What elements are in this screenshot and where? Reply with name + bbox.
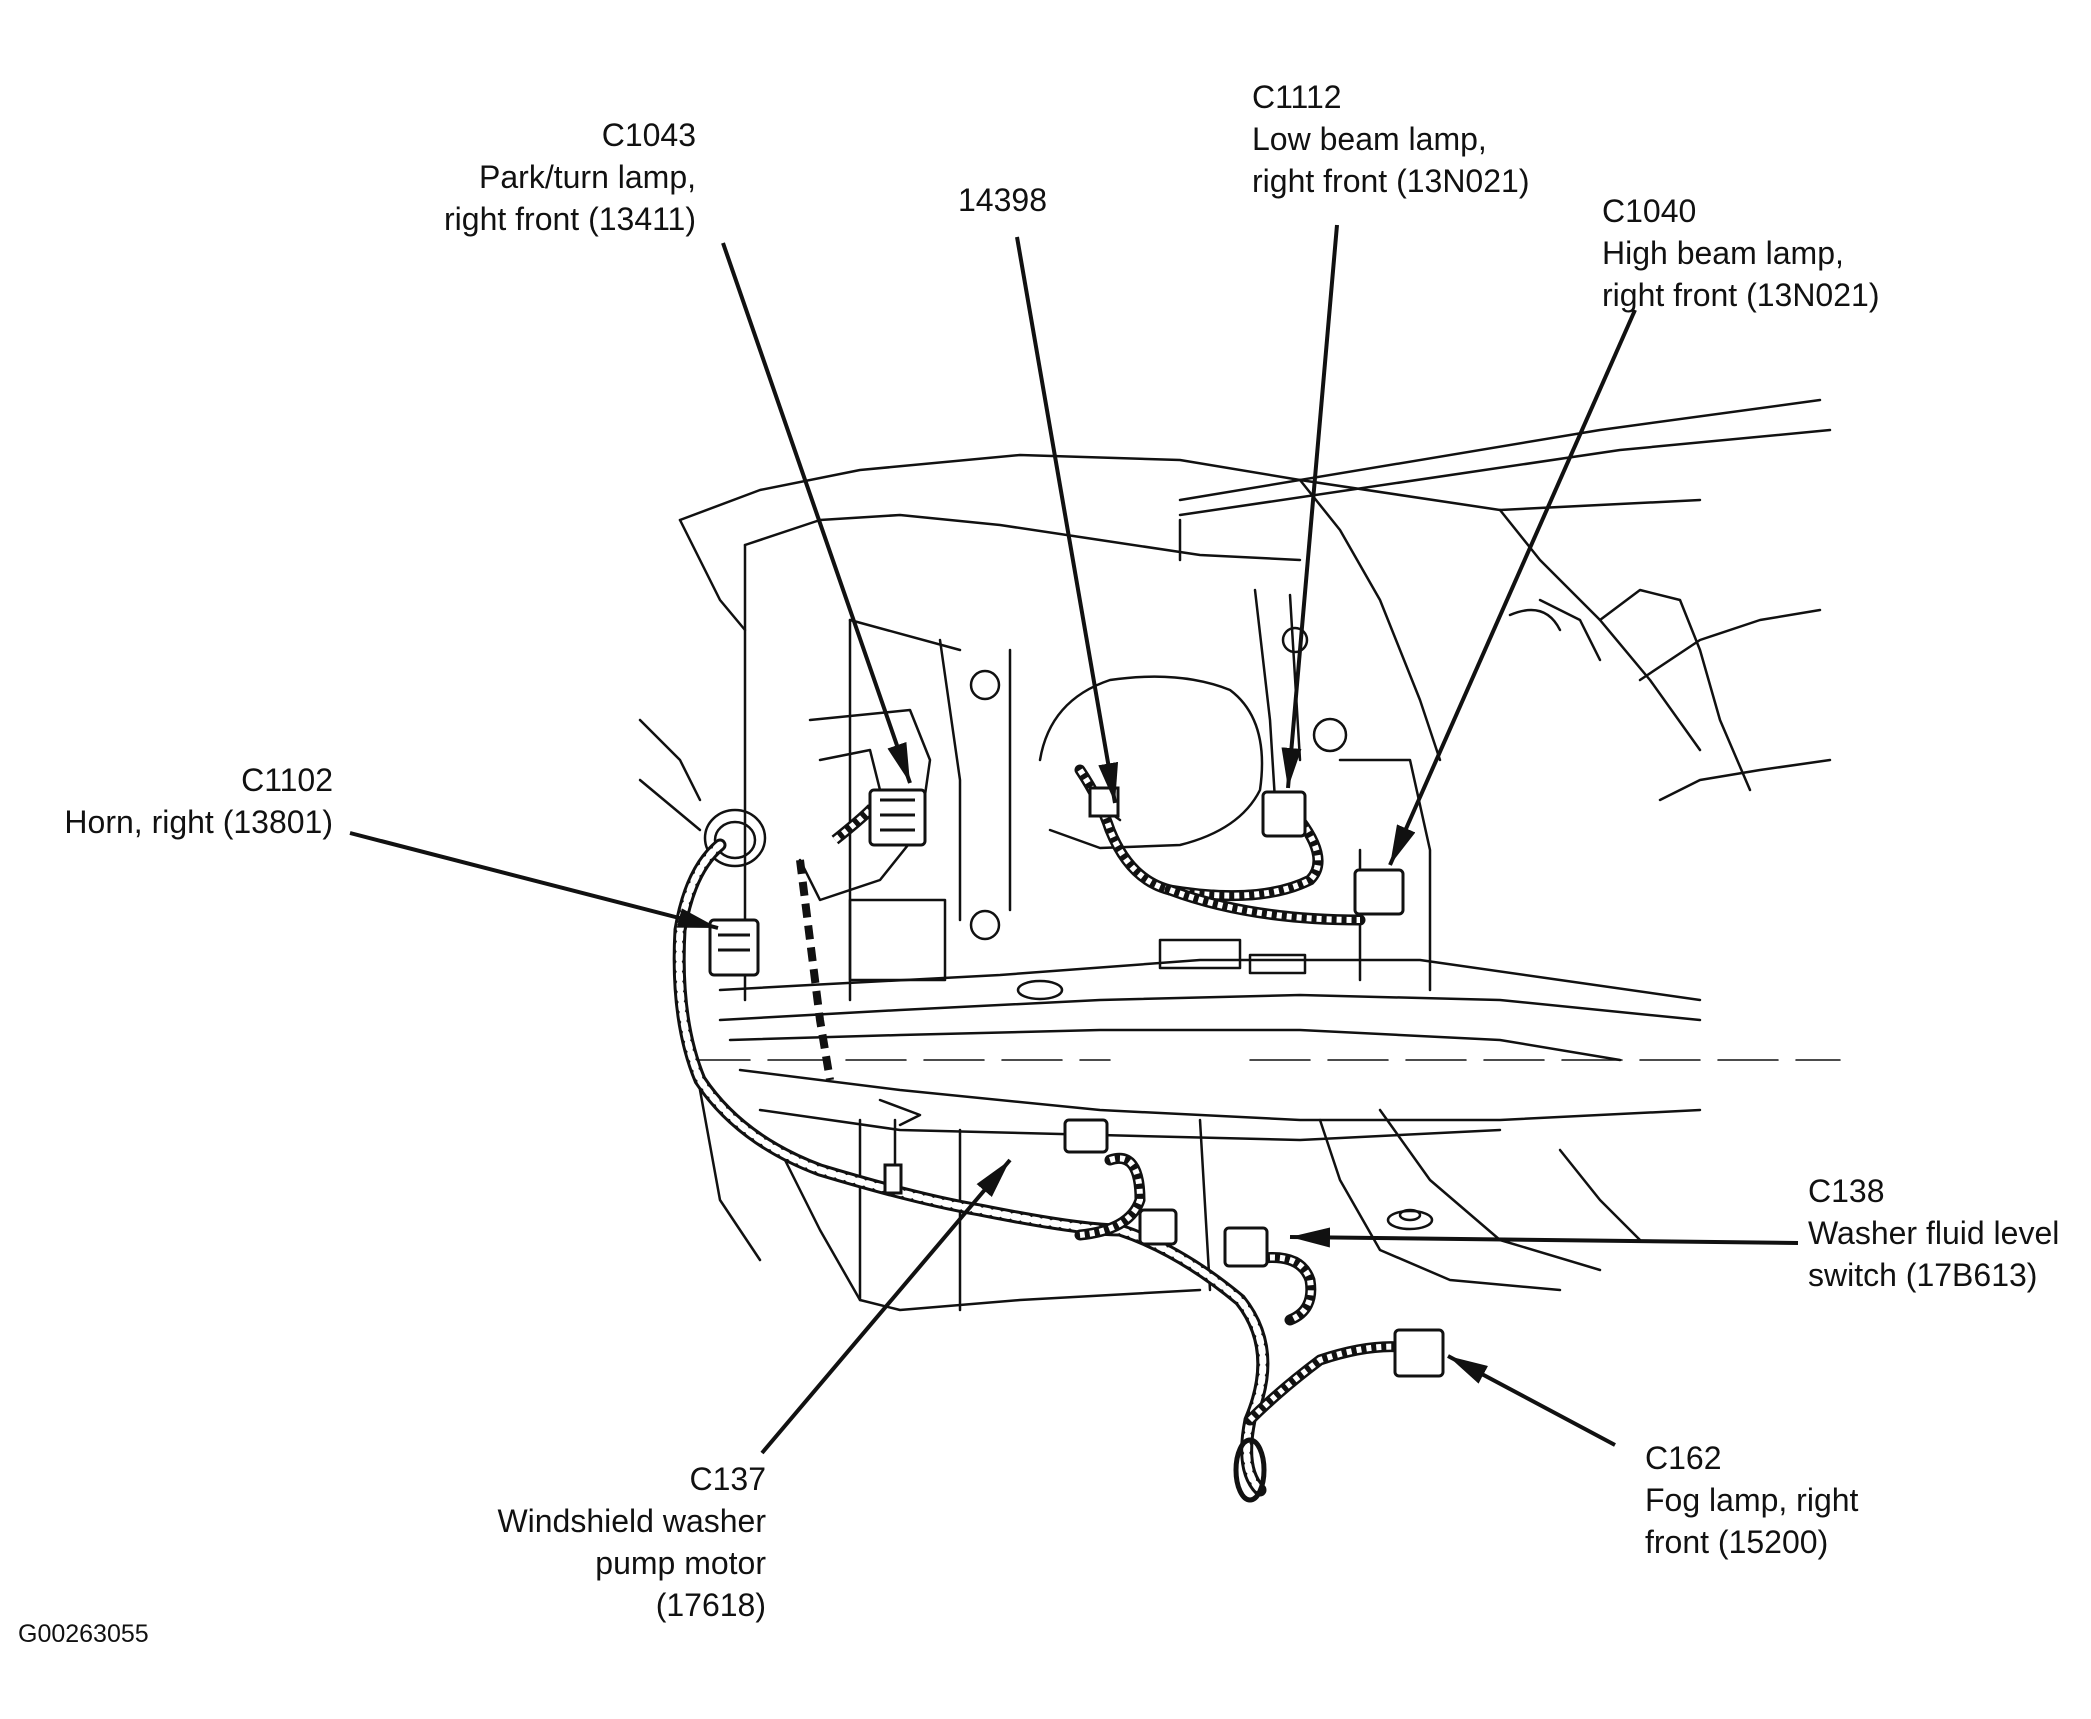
callout-c138-line2: switch (17B613): [1808, 1257, 2038, 1293]
callout-c1043: C1043 Park/turn lamp, right front (13411…: [444, 114, 696, 240]
callout-c162: C162 Fog lamp, right front (15200): [1645, 1437, 1858, 1563]
callout-c162-line2: front (15200): [1645, 1524, 1829, 1560]
callout-14398: 14398: [958, 179, 1047, 221]
callout-c138-line1: Washer fluid level: [1808, 1215, 2060, 1251]
callout-c137-line3: (17618): [655, 1587, 766, 1623]
callout-c137-id: C137: [689, 1461, 767, 1497]
body-structure: [638, 398, 1841, 1312]
callout-c1040-line1: High beam lamp,: [1602, 235, 1844, 271]
callout-c138: C138 Washer fluid level switch (17B613): [1808, 1170, 2059, 1296]
connector-c1040: [1353, 868, 1405, 916]
leader-c137: [760, 1158, 1012, 1455]
callout-c1043-line1: Park/turn lamp,: [479, 159, 696, 195]
callout-c137-line2: pump motor: [595, 1545, 766, 1581]
callout-c1043-line2: right front (13411): [444, 201, 696, 237]
callout-c137: C137 Windshield washer pump motor (17618…: [497, 1458, 766, 1626]
callout-c1112-line2: right front (13N021): [1252, 163, 1530, 199]
callout-c1043-id: C1043: [601, 117, 696, 153]
wiring-harness: [672, 764, 1426, 1503]
leader-lines: [349, 224, 1799, 1455]
callout-c1102: C1102 Horn, right (13801): [64, 759, 333, 843]
callout-14398-id: 14398: [958, 182, 1047, 218]
callout-c1112: C1112 Low beam lamp, right front (13N021…: [1252, 76, 1529, 202]
callout-c1102-line1: Horn, right (13801): [64, 804, 333, 840]
connector-c137: [1063, 1118, 1109, 1154]
leader-14398: [1015, 236, 1119, 804]
connector-c162: [1393, 1328, 1445, 1378]
callout-c1040-id: C1040: [1602, 193, 1697, 229]
leader-c1112: [1281, 224, 1339, 789]
leader-c1040: [1388, 309, 1637, 866]
callout-c1102-id: C1102: [241, 762, 333, 798]
connectors: [708, 786, 1445, 1378]
callout-c162-line1: Fog lamp, right: [1645, 1482, 1859, 1518]
callout-c137-line1: Windshield washer: [497, 1503, 766, 1539]
callout-c1040: C1040 High beam lamp, right front (13N02…: [1602, 190, 1879, 316]
connector-c1043: [868, 788, 927, 847]
callout-c1040-line2: right front (13N021): [1602, 277, 1880, 313]
connector-c138: [1223, 1226, 1269, 1268]
leader-c138: [1289, 1227, 1799, 1248]
callout-c162-id: C162: [1645, 1440, 1722, 1476]
callout-c1112-id: C1112: [1252, 79, 1342, 115]
connector-c1112: [1261, 790, 1307, 838]
callout-c1112-line1: Low beam lamp,: [1252, 121, 1487, 157]
leader-c1043: [721, 242, 912, 784]
leader-c162: [1447, 1354, 1616, 1447]
leader-c1102: [349, 831, 719, 930]
figure-id: G00263055: [18, 1620, 149, 1648]
callout-c138-id: C138: [1808, 1173, 1885, 1209]
